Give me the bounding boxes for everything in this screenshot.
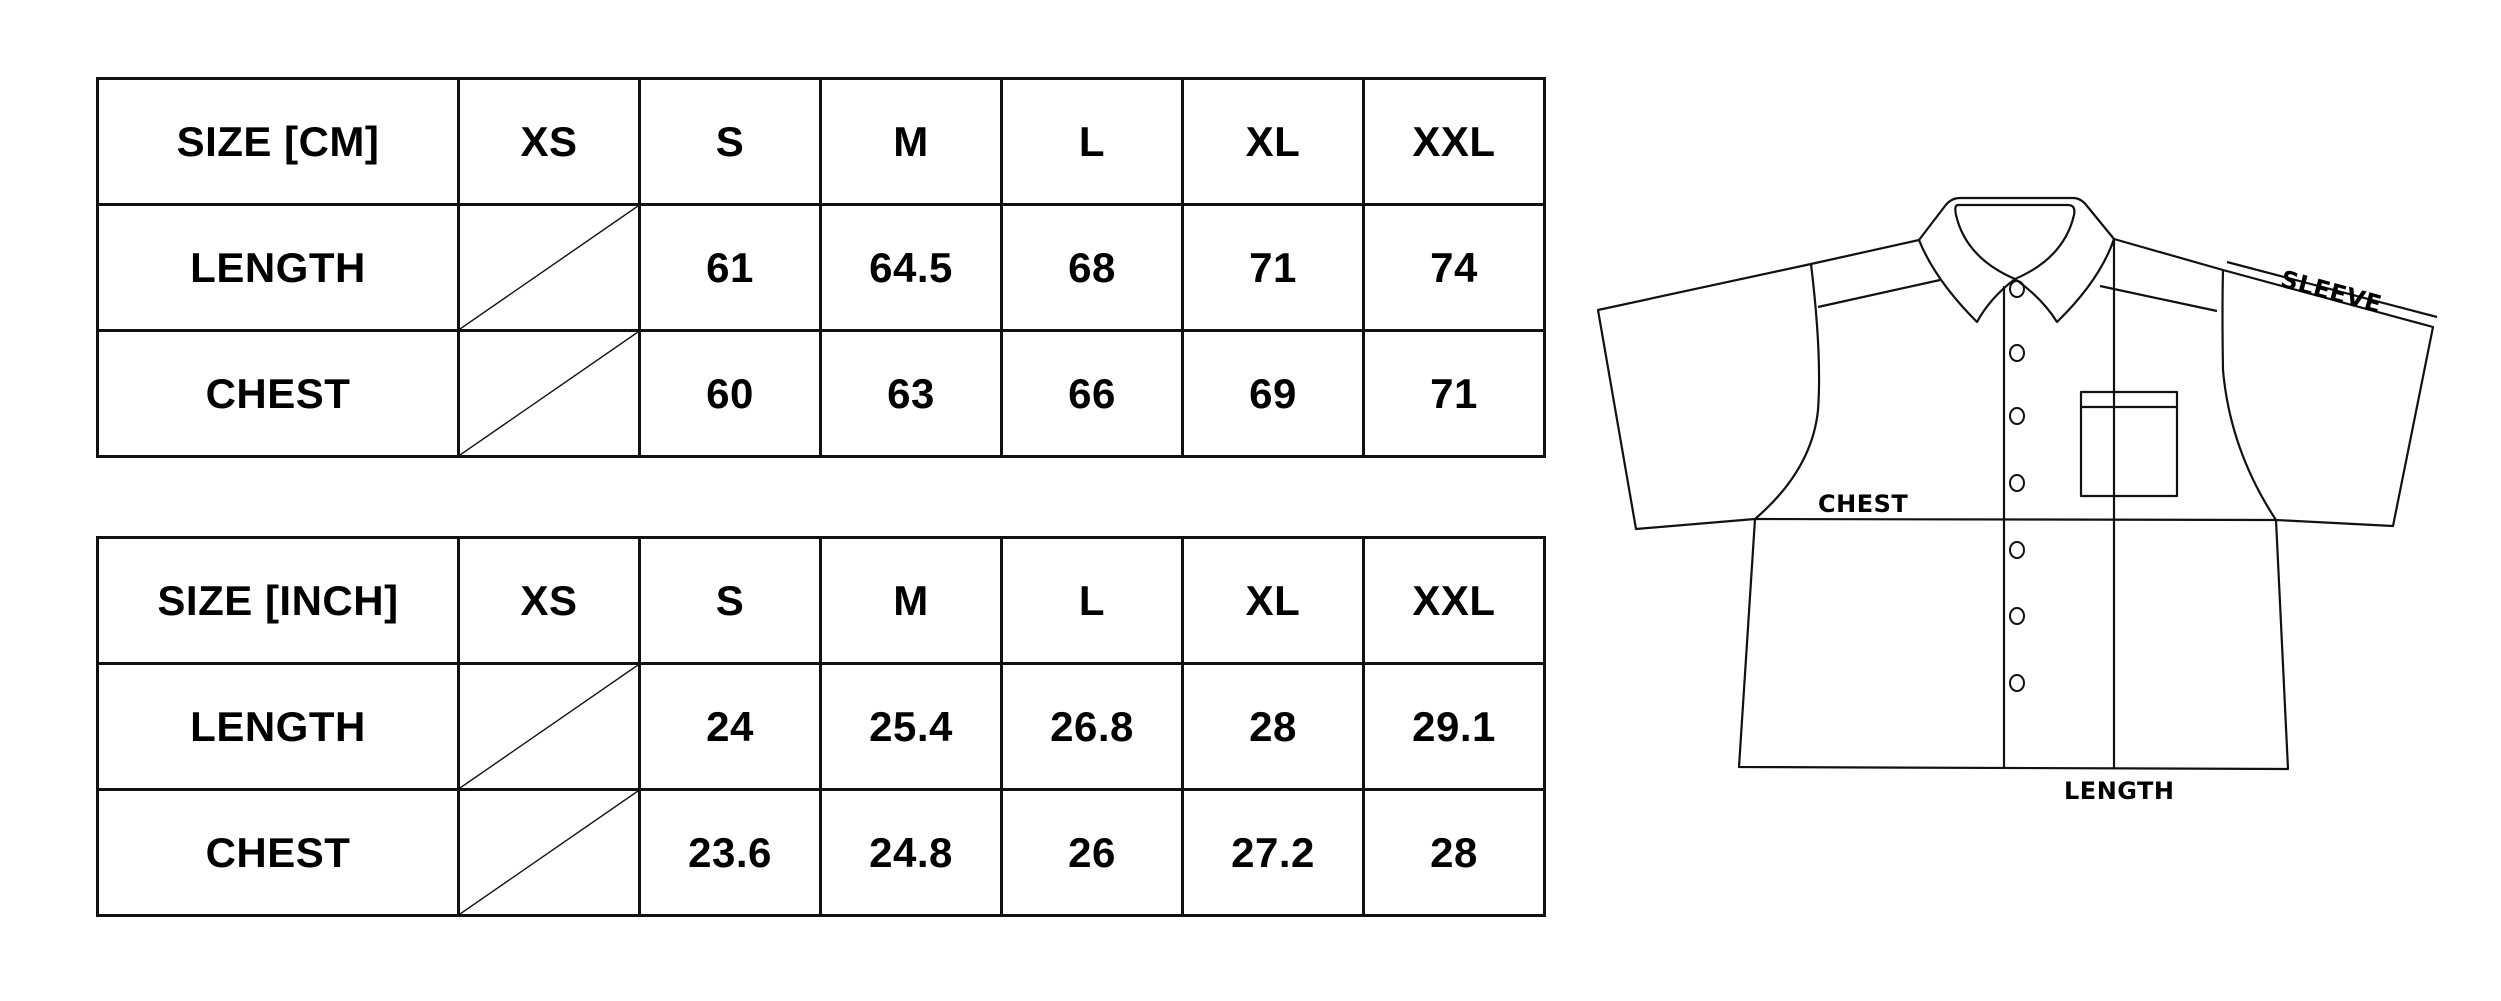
- button-icon: [2009, 344, 2025, 362]
- not-available-cell: [457, 662, 641, 791]
- row-label-chest: CHEST: [96, 788, 460, 917]
- left-yoke-line: [1817, 278, 1941, 309]
- table-header-row: SIZE [INCH] XS S M L XL XXL: [96, 536, 1546, 665]
- button-icon: [2009, 607, 2025, 625]
- value-cell: 24.8: [819, 788, 1003, 917]
- left-shoulder-seam: [1810, 238, 1920, 266]
- chest-pocket: [2079, 390, 2179, 498]
- header-cell-xl: XL: [1181, 536, 1365, 665]
- collar-left-flap: [1917, 239, 2016, 324]
- value-cell: 25.4: [819, 662, 1003, 791]
- table-row: CHEST 23.6 24.8 26 27.2 28: [96, 788, 1546, 917]
- value-cell: 26.8: [1000, 662, 1184, 791]
- row-label-length: LENGTH: [96, 662, 460, 791]
- button-icon: [2009, 541, 2025, 559]
- table-header-row: SIZE [CM] XS S M L XL XXL: [96, 77, 1546, 206]
- button-icon: [2009, 674, 2025, 692]
- row-label-chest: CHEST: [96, 329, 460, 458]
- value-cell: 71: [1362, 329, 1546, 458]
- header-cell-s: S: [638, 536, 822, 665]
- button-icon: [2009, 474, 2025, 492]
- right-sleeve: [2221, 268, 2435, 528]
- value-cell: 27.2: [1181, 788, 1365, 917]
- header-cell-xs: XS: [457, 77, 641, 206]
- button-icon: [2009, 407, 2025, 425]
- right-shoulder-seam: [2113, 237, 2224, 272]
- header-cell-m: M: [819, 77, 1003, 206]
- value-cell: 74: [1362, 203, 1546, 332]
- diagonal-slash-icon: [460, 665, 638, 788]
- collar-neckline: [1954, 203, 2076, 281]
- value-cell: 28: [1362, 788, 1546, 917]
- diagonal-slash-icon: [460, 206, 638, 329]
- shirt-illustration: [1596, 196, 2438, 771]
- right-yoke-line: [2099, 284, 2218, 313]
- header-cell-size-unit: SIZE [CM]: [96, 77, 460, 206]
- table-row: CHEST 60 63 66 69 71: [96, 329, 1546, 458]
- header-cell-s: S: [638, 77, 822, 206]
- value-cell: 71: [1181, 203, 1365, 332]
- value-cell: 69: [1181, 329, 1365, 458]
- value-cell: 28: [1181, 662, 1365, 791]
- header-cell-m: M: [819, 536, 1003, 665]
- value-cell: 66: [1000, 329, 1184, 458]
- value-cell: 23.6: [638, 788, 822, 917]
- value-cell: 68: [1000, 203, 1184, 332]
- table-row: LENGTH 24 25.4 26.8 28 29.1: [96, 662, 1546, 791]
- size-table-inch: SIZE [INCH] XS S M L XL XXL LENGTH 24 25…: [96, 536, 1546, 917]
- value-cell: 60: [638, 329, 822, 458]
- size-table-cm: SIZE [CM] XS S M L XL XXL LENGTH 61 64.5…: [96, 77, 1546, 458]
- value-cell: 24: [638, 662, 822, 791]
- not-available-cell: [457, 788, 641, 917]
- row-label-length: LENGTH: [96, 203, 460, 332]
- header-cell-xxl: XXL: [1362, 77, 1546, 206]
- length-label: LENGTH: [2064, 777, 2175, 805]
- header-cell-l: L: [1000, 536, 1184, 665]
- sleeve-measure-line: [2226, 260, 2438, 319]
- value-cell: 61: [638, 203, 822, 332]
- header-cell-l: L: [1000, 77, 1184, 206]
- shirt-body: [1737, 517, 2290, 771]
- diagonal-slash-icon: [460, 332, 638, 455]
- header-cell-xs: XS: [457, 536, 641, 665]
- collar-outer: [1918, 196, 2115, 241]
- header-cell-xxl: XXL: [1362, 536, 1546, 665]
- not-available-cell: [457, 329, 641, 458]
- value-cell: 26: [1000, 788, 1184, 917]
- header-cell-xl: XL: [1181, 77, 1365, 206]
- buttons: [2009, 280, 2025, 692]
- header-cell-size-unit: SIZE [INCH]: [96, 536, 460, 665]
- diagonal-slash-icon: [460, 791, 638, 914]
- value-cell: 29.1: [1362, 662, 1546, 791]
- shirt-measurement-diagram: SLEEVE CHEST LENGTH: [1590, 180, 2470, 840]
- collar-right-flap: [2014, 238, 2116, 324]
- button-icon: [2009, 280, 2025, 298]
- left-sleeve: [1596, 262, 1821, 531]
- chest-label: CHEST: [1818, 490, 1909, 518]
- value-cell: 64.5: [819, 203, 1003, 332]
- value-cell: 63: [819, 329, 1003, 458]
- table-row: LENGTH 61 64.5 68 71 74: [96, 203, 1546, 332]
- not-available-cell: [457, 203, 641, 332]
